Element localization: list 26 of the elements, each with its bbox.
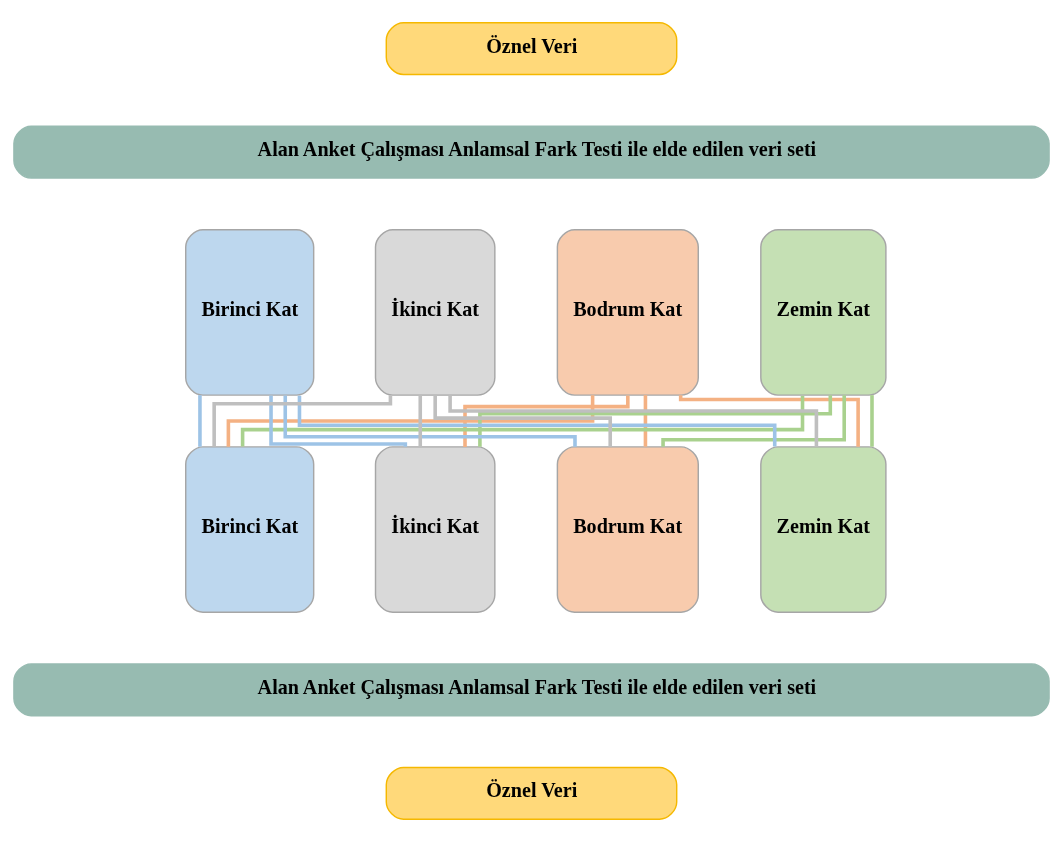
node-box: Birinci Kat [185,446,315,613]
connector [643,395,648,447]
connector [212,395,393,447]
node-box: İkinci Kat [374,446,496,613]
connector [418,395,423,447]
connector [226,395,595,447]
connector [433,395,612,447]
node-box: Bodrum Kat [556,229,699,396]
connector [269,395,408,447]
connector [870,395,874,447]
connector [678,395,860,447]
connector [283,395,577,447]
node-box: Alan Anket Çalışması Anlamsal Fark Testi ile elde edilen veri seti [13,125,1050,179]
node-box: Birinci Kat [185,229,315,396]
node-box: İkinci Kat [374,229,496,396]
node-box: Öznel Veri [385,766,678,820]
connector [297,395,777,447]
connector [661,395,846,447]
connector [198,395,202,447]
node-box: Öznel Veri [385,22,678,76]
node-box: Zemin Kat [760,446,887,613]
node-box: Bodrum Kat [556,446,699,613]
connector [463,395,630,447]
connector [240,395,805,447]
node-box: Zemin Kat [760,229,887,396]
node-box: Alan Anket Çalışması Anlamsal Fark Testi ile elde edilen veri seti [13,663,1050,717]
